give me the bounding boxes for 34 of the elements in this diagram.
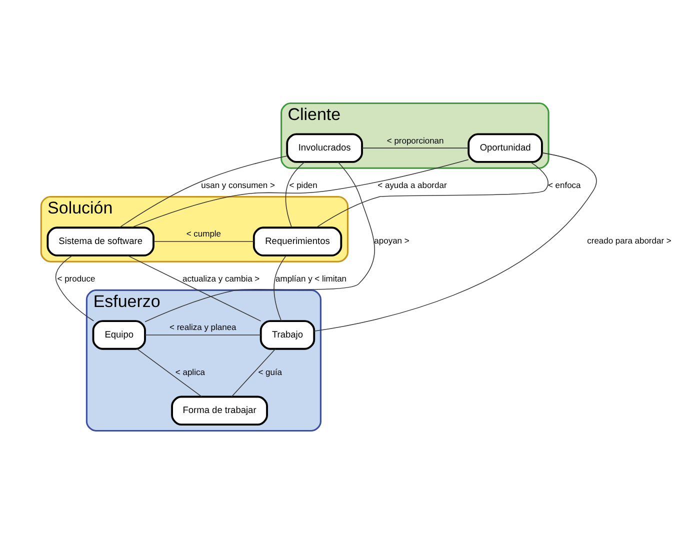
- edge-label: amplían y < limitan: [276, 274, 347, 284]
- edge-label: < aplica: [175, 366, 205, 377]
- node-box: Equipo: [92, 320, 146, 350]
- node-box: Forma de trabajar: [171, 396, 268, 426]
- edge-label: < proporcionan: [386, 135, 444, 146]
- edge-label: < ayuda a abordar: [378, 180, 447, 190]
- connector: [316, 162, 548, 228]
- edge-label: actualiza y cambia >: [182, 274, 260, 284]
- connector: [144, 162, 375, 322]
- edge-label: < enfoca: [548, 180, 581, 190]
- edge-label: usan y consumen >: [201, 180, 275, 190]
- edge-label: < produce: [57, 274, 96, 284]
- connector: [153, 241, 254, 242]
- node-box: Requerimientos: [252, 226, 342, 256]
- edge-label: < cumple: [186, 228, 222, 239]
- connector: [314, 152, 597, 332]
- node-box: Oportunidad: [468, 133, 543, 163]
- connector: [119, 156, 288, 228]
- node-box: Involucrados: [286, 133, 363, 163]
- connector: [136, 348, 202, 398]
- node-box: Sistema de software: [46, 226, 154, 256]
- edge-label: creado para abordar >: [587, 236, 672, 246]
- connector: [231, 348, 276, 398]
- edge-label: < guía: [258, 366, 282, 377]
- connector: [144, 334, 262, 336]
- connector: [285, 162, 305, 228]
- edge-label: apoyan >: [374, 236, 410, 246]
- connector: [274, 255, 286, 322]
- node-box: Trabajo: [260, 320, 316, 350]
- connector: [55, 255, 94, 322]
- edge-label: < realiza y planea: [170, 322, 236, 332]
- connector: [130, 159, 469, 228]
- connector: [126, 255, 262, 322]
- edge-label: < piden: [289, 180, 318, 190]
